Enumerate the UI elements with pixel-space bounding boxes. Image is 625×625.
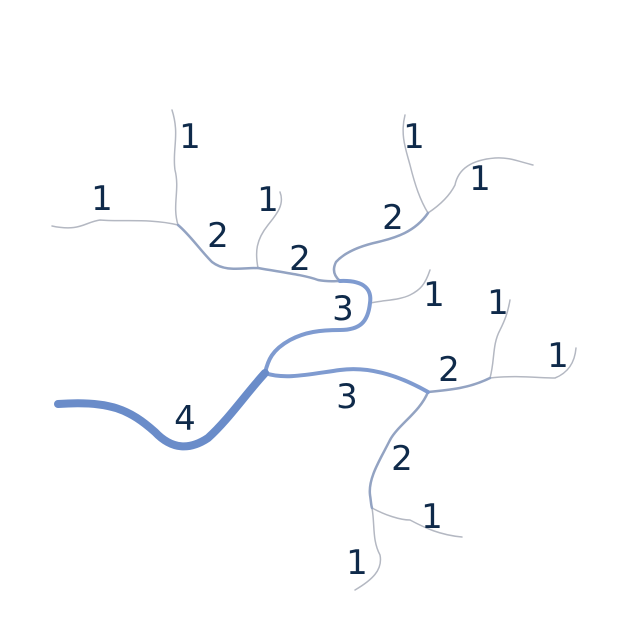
order-labels: 1 1 1 1 1 1 1 1 1 1 2 2 2 2 2 3 3 4 [91, 117, 569, 583]
order-4-streams [54, 369, 269, 451]
order-label: 1 [91, 179, 113, 219]
order-label: 2 [289, 239, 311, 279]
order-label: 1 [346, 543, 368, 583]
stream-upper-right-branch [332, 211, 430, 283]
order-label: 1 [421, 497, 443, 537]
order-label: 2 [391, 439, 413, 479]
order-label: 1 [469, 159, 491, 199]
order-label: 2 [382, 198, 404, 238]
order-label: 3 [336, 377, 358, 417]
stream-lower-tip-a [371, 507, 463, 538]
order-2-streams [176, 211, 492, 510]
order-label: 1 [423, 275, 445, 315]
order-label: 2 [438, 350, 460, 390]
order-label: 2 [207, 216, 229, 256]
stream-middle-right-tip [369, 269, 431, 304]
stream-right-tip-a [489, 299, 511, 379]
stream-upper-right-tip-b [427, 157, 534, 214]
stream-upper-main [263, 278, 373, 375]
stream-upper-left-branch [176, 223, 260, 270]
stream-lower-tip-b [354, 507, 382, 591]
stream-upper-middle-branch [256, 266, 342, 283]
order-label: 1 [487, 283, 509, 323]
stream-upper-left-tip-c [255, 191, 283, 269]
order-3-streams [263, 278, 430, 394]
order-label: 1 [179, 117, 201, 157]
order-label: 4 [174, 399, 196, 439]
stream-upper-left-tip-a [171, 109, 179, 226]
stream-lower-main [263, 367, 430, 394]
order-label: 1 [257, 180, 279, 220]
order-label: 1 [403, 117, 425, 157]
order-label: 3 [332, 289, 354, 329]
stream-lower-branch [368, 390, 430, 510]
order-1-streams [51, 109, 577, 591]
stream-upper-right-tip-a [402, 114, 429, 214]
stream-upper-left-tip-b [51, 219, 179, 229]
order-label: 1 [547, 336, 569, 376]
stream-right-branch [426, 376, 492, 394]
stream-outlet [54, 369, 269, 451]
stream-right-tip-b [489, 347, 577, 379]
